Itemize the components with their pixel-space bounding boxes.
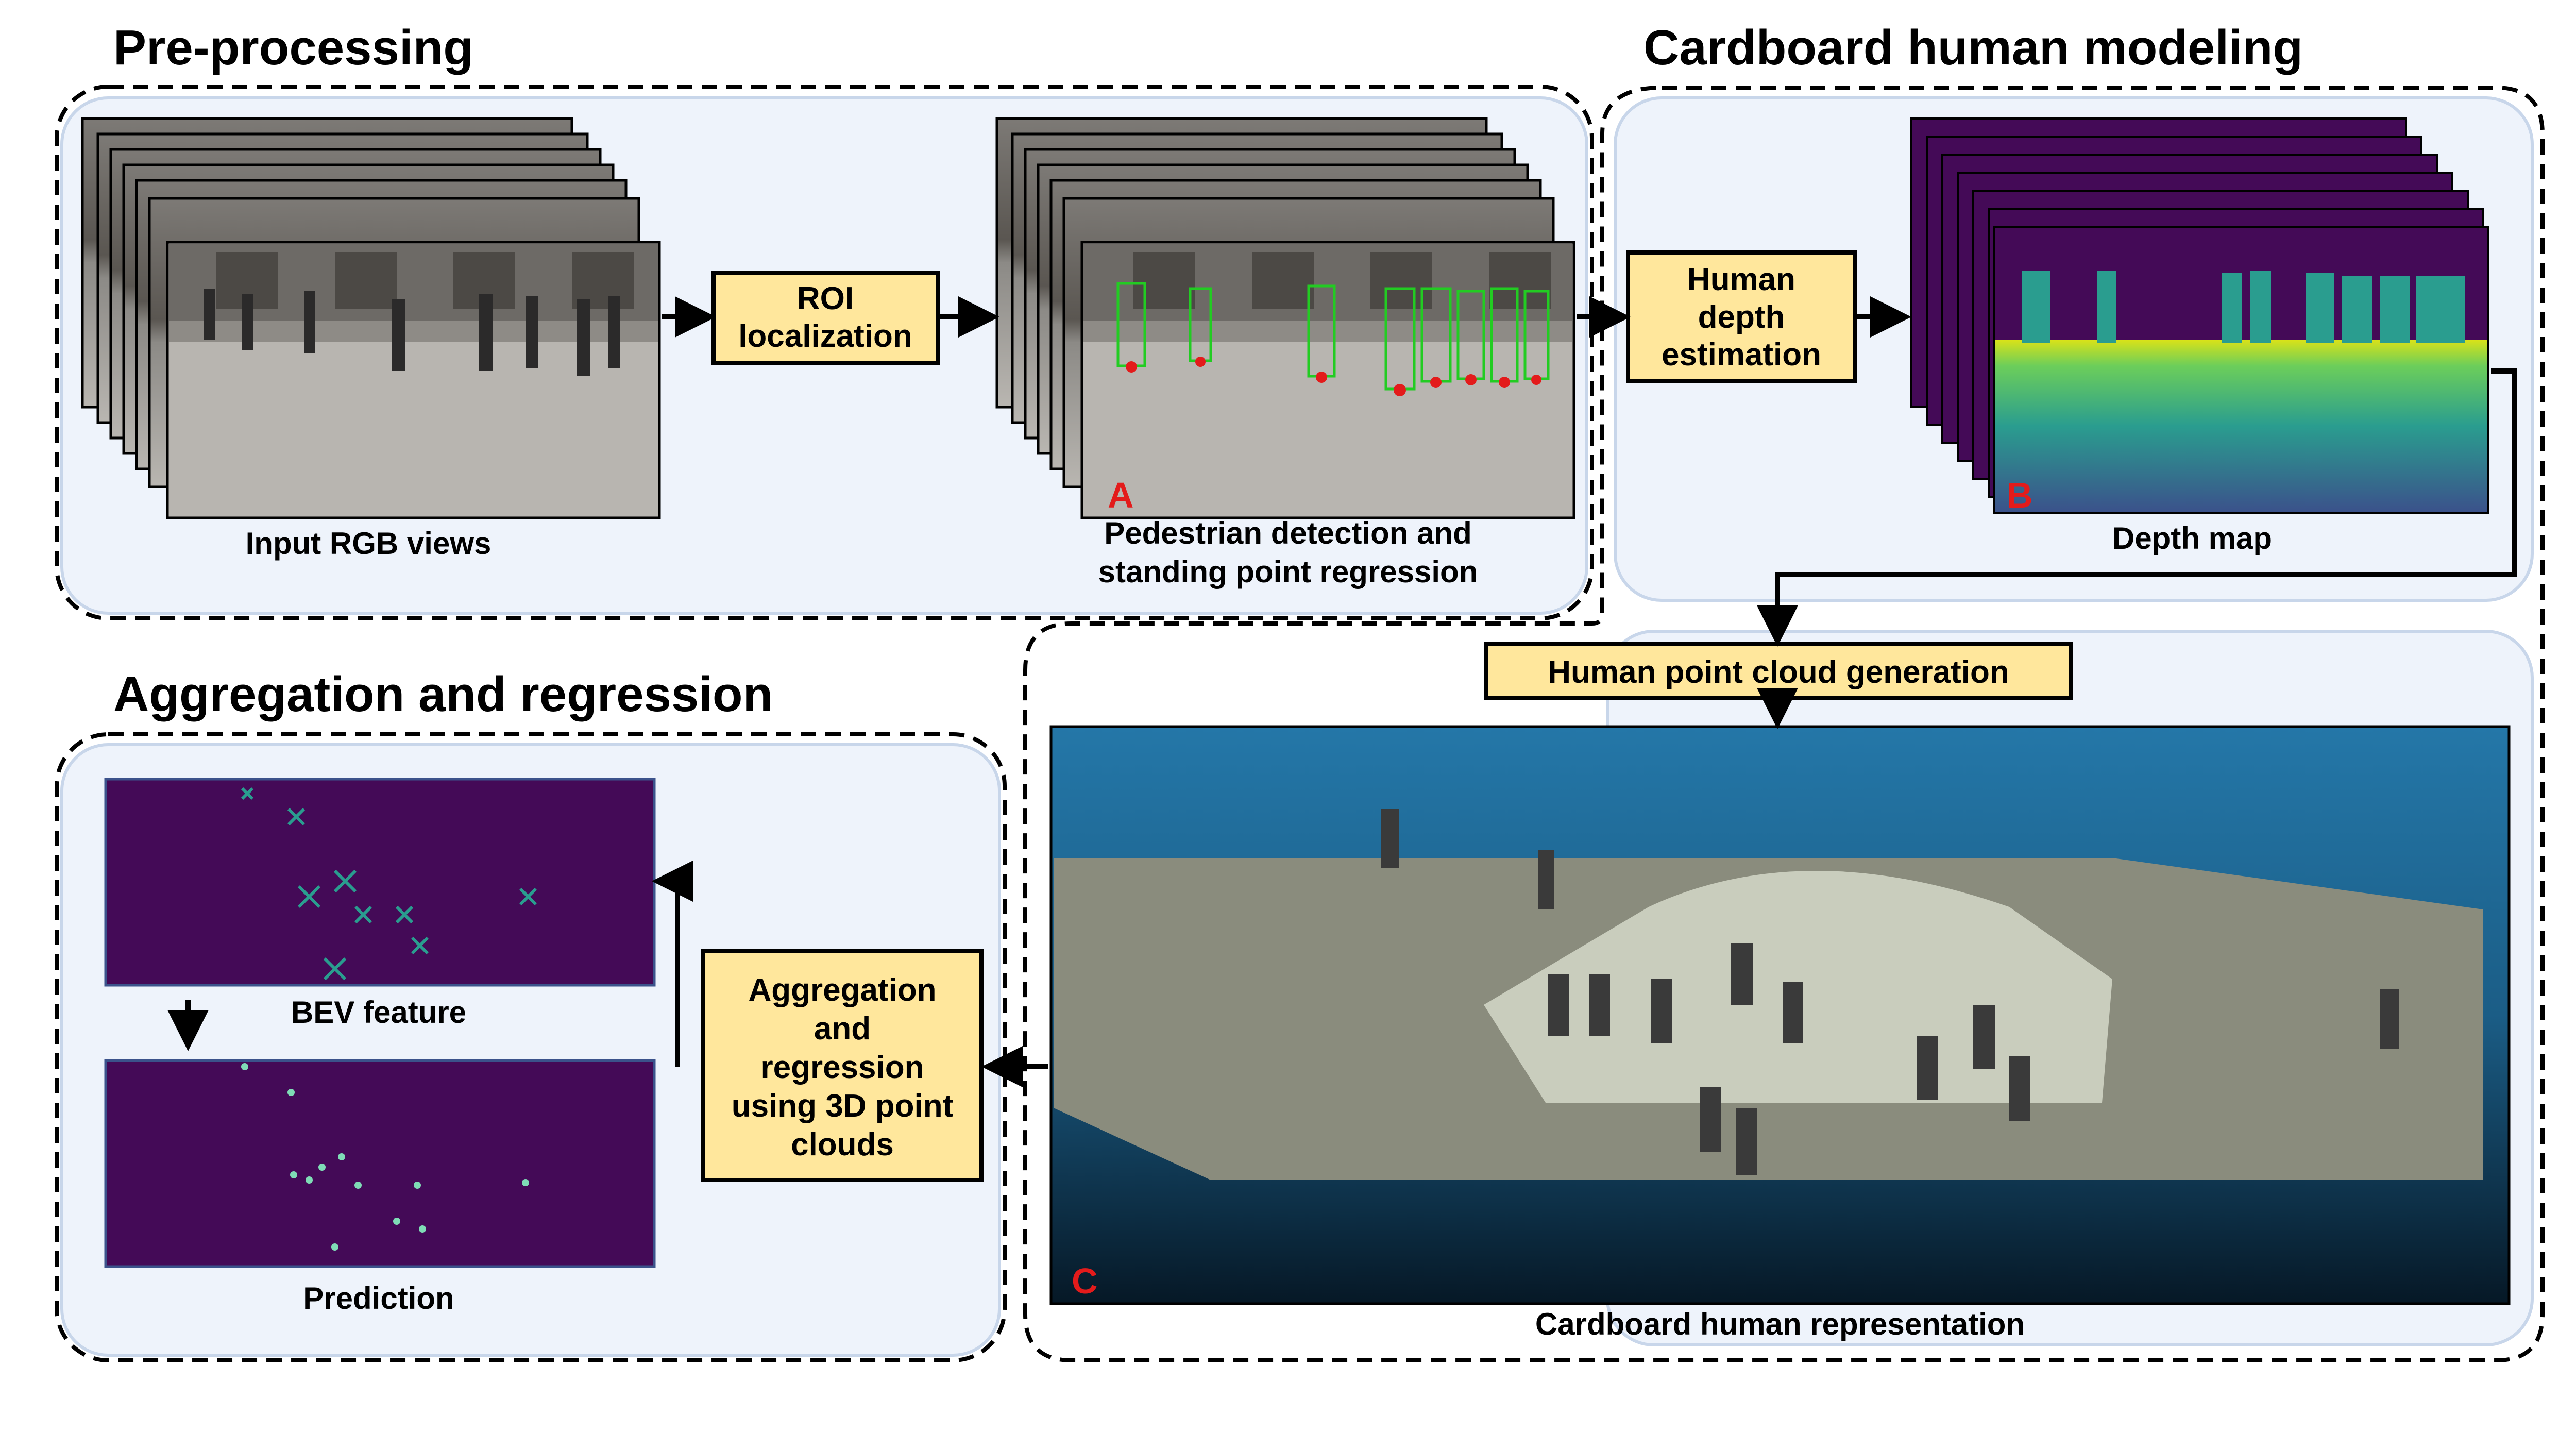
caption-detection-line-2: standing point regression (1098, 554, 1478, 589)
pcgen-label: Human point cloud generation (1548, 654, 2009, 690)
human-depth-estimation-box: Human depth estimation (1626, 250, 1857, 383)
title-cardboard-modeling: Cardboard human modeling (1643, 20, 2303, 75)
caption-detection-line-1: Pedestrian detection and (1104, 516, 1472, 550)
marker-b: B (2007, 475, 2033, 515)
detection-view-front (1080, 241, 1575, 519)
depth-est-label-line-2: depth (1698, 299, 1785, 335)
title-preprocessing: Pre-processing (113, 20, 473, 75)
marker-a: A (1108, 475, 1134, 515)
detection-bounding-boxes (1116, 282, 1550, 391)
arrow-depth-map-to-pcgen (1757, 368, 2517, 647)
input-rgb-views-stack (81, 117, 661, 519)
human-point-cloud-generation-box: Human point cloud generation (1484, 642, 2073, 700)
roi-label-line-1: ROI (797, 281, 854, 316)
depth-map-front (1993, 226, 2489, 514)
flow-arrows (652, 296, 2517, 1087)
depth-est-label-line-3: estimation (1662, 337, 1821, 373)
agg-label-line-4: using 3D point (732, 1088, 954, 1124)
cardboard-people (1381, 809, 2399, 1175)
agg-label-line-1: Aggregation (748, 972, 936, 1008)
depth-est-label-line-1: Human (1687, 262, 1795, 297)
detection-views-stack (995, 117, 1575, 519)
cardboard-representation-image (1049, 725, 2511, 1305)
caption-cardboard-representation: Cardboard human representation (1535, 1307, 2025, 1341)
prediction-map (104, 1059, 656, 1268)
depth-map-stack (1910, 117, 2489, 514)
caption-depth-map: Depth map (2112, 521, 2272, 555)
agg-label-line-3: regression (760, 1050, 924, 1085)
agg-label-line-2: and (814, 1011, 871, 1047)
marker-c: C (1072, 1261, 1098, 1301)
standing-points (1126, 357, 1541, 396)
aggregation-regression-box: Aggregation and regression using 3D poin… (701, 949, 984, 1182)
arrow-aggregation-to-bev (652, 861, 693, 1067)
rgb-view-front (166, 241, 661, 519)
caption-bev-feature: BEV feature (291, 995, 466, 1030)
title-aggregation: Aggregation and regression (113, 667, 773, 722)
bev-feature-map (104, 778, 656, 987)
caption-prediction: Prediction (303, 1281, 454, 1316)
roi-localization-box: ROI localization (711, 271, 940, 365)
agg-label-line-5: clouds (791, 1127, 894, 1162)
caption-input-rgb-views: Input RGB views (246, 526, 492, 561)
roi-label-line-2: localization (738, 318, 912, 354)
